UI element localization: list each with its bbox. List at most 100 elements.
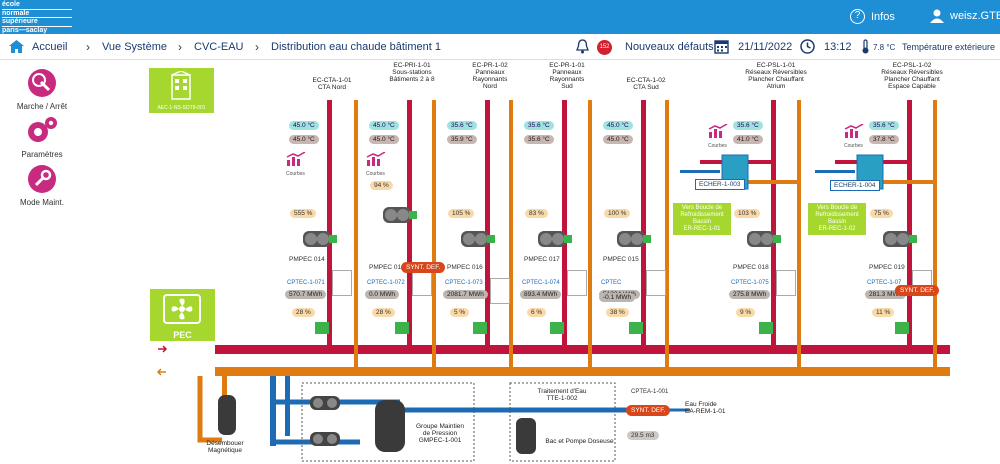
alarm-count-badge[interactable]: 152 — [597, 40, 612, 55]
treatment-tank-label: Bac et Pompe Doseuse — [545, 438, 614, 445]
circulation-pump[interactable] — [883, 229, 917, 249]
control-valve[interactable] — [473, 322, 487, 334]
cooling-loop-box[interactable]: Vers Boucle de Refroidissement Bassin ER… — [673, 203, 731, 235]
control-valve[interactable] — [895, 322, 909, 334]
circulation-pump[interactable] — [303, 229, 337, 249]
meter-id[interactable]: CPTEC-1-075 — [731, 280, 769, 286]
bell-icon[interactable] — [576, 39, 589, 54]
params-label: Paramètres — [21, 150, 63, 159]
circulation-pump[interactable] — [747, 229, 781, 249]
alarm-label[interactable]: Nouveaux défauts — [625, 41, 714, 53]
pec-box[interactable]: PEC — [150, 289, 215, 341]
pump-label[interactable]: PMPEC 017 — [524, 256, 560, 263]
pump-label[interactable]: PMPEC 016 — [447, 264, 483, 271]
circuit-title: EC-PRI-1-01 Sous-stations Bâtiments 2 à … — [389, 62, 435, 83]
exchanger-id[interactable]: ECHER-1-004 — [830, 180, 880, 191]
water-meter-fault[interactable]: SYNT. DEF. — [626, 405, 671, 416]
courbes-button[interactable]: Courbes — [366, 151, 390, 177]
desemboueur-tank — [218, 395, 236, 435]
energy-meter[interactable] — [567, 270, 587, 296]
energy-value-2: -0.1 MWh — [599, 293, 636, 302]
circulation-pump[interactable] — [383, 205, 417, 225]
energy-meter[interactable] — [332, 270, 352, 296]
circulation-pump[interactable] — [617, 229, 651, 249]
return-temp: 35.9 °C — [447, 135, 477, 144]
circulation-pump[interactable] — [538, 229, 572, 249]
outdoor-temp-label: Température extérieure — [902, 42, 996, 52]
circulation-pump[interactable] — [461, 229, 495, 249]
control-valve[interactable] — [315, 322, 329, 334]
breadcrumb-current: Distribution eau chaude bâtiment 1 — [271, 41, 441, 53]
control-valve[interactable] — [759, 322, 773, 334]
valve-position: 9 % — [736, 308, 756, 317]
courbes-button[interactable]: Courbes — [708, 123, 732, 149]
hot-return-collector — [215, 367, 950, 376]
return-temp: 45.0 °C — [603, 135, 633, 144]
cooling-loop-box[interactable]: Vers Boucle de Refroidissement Bassin ER… — [808, 203, 866, 235]
energy-meter[interactable] — [646, 270, 666, 296]
double-pump-icon — [747, 231, 781, 247]
meter-id[interactable]: CPTEC-1-072 — [367, 280, 405, 286]
infos-button[interactable]: ? Infos — [850, 9, 895, 24]
source-box-label: AEC-1-NS-SOT8-001 — [157, 105, 206, 111]
chart-icon — [286, 151, 306, 166]
valve-position: 38 % — [606, 308, 629, 317]
params-button[interactable]: Paramètres — [0, 114, 92, 159]
onoff-button[interactable]: Marche / Arrêt — [0, 66, 92, 111]
outdoor-temp: 7.8 °C — [873, 43, 896, 52]
chevron-right-icon: › — [255, 40, 259, 54]
energy-value: 2081.7 MWh — [443, 290, 488, 299]
fault-badge[interactable]: SYNT. DEF. — [895, 285, 940, 296]
meter-id[interactable]: CPTEC — [601, 280, 622, 286]
pump-label[interactable]: PMPEC 014 — [289, 256, 325, 263]
control-valve[interactable] — [629, 322, 643, 334]
pump-label[interactable]: PMPEC 013 — [369, 264, 405, 271]
water-volume: 29.5 m3 — [627, 431, 659, 440]
circuit-title: EC-PSL-1-02 Réseaux Réversibles Plancher… — [881, 62, 943, 90]
pressure-group-label: Groupe Maintien de Pression GMPEC-1-001 — [415, 423, 465, 444]
user-icon — [930, 9, 944, 23]
double-pump-icon — [617, 231, 651, 247]
energy-value: 275.8 MWh — [729, 290, 771, 299]
control-valve[interactable] — [395, 322, 409, 334]
meter-id[interactable]: CPTEC-1-07 — [867, 280, 902, 286]
user-menu[interactable]: weisz.GTB — [930, 9, 1000, 23]
courbes-label: Courbes — [708, 143, 727, 149]
top-bar: école normale supérieure paris—saclay ? … — [0, 0, 1000, 35]
valve-position: 28 % — [372, 308, 395, 317]
clock-icon — [800, 39, 815, 54]
energy-value: 570.7 MWh — [285, 290, 327, 299]
pump-speed: 100 % — [604, 209, 631, 218]
maint-mode-button[interactable]: Mode Maint. — [0, 162, 92, 207]
fault-badge[interactable]: SYNT. DEF. — [401, 262, 446, 273]
pump-label[interactable]: PMPEC 018 — [733, 264, 769, 271]
source-building-box[interactable]: AEC-1-NS-SOT8-001 — [149, 68, 214, 113]
double-pump-icon — [383, 207, 417, 223]
home-icon[interactable] — [9, 40, 24, 53]
pump-speed: 555 % — [290, 209, 317, 218]
building-icon — [171, 71, 191, 100]
hot-supply-collector — [215, 345, 950, 354]
pump-label[interactable]: PMPEC 019 — [869, 264, 905, 271]
breadcrumb-cvc[interactable]: CVC-EAU — [194, 41, 244, 53]
chart-icon — [708, 123, 728, 138]
courbes-button[interactable]: Courbes — [286, 151, 310, 177]
energy-meter[interactable] — [776, 270, 796, 296]
meter-id[interactable]: CPTEC-1-074 — [522, 280, 560, 286]
return-temp: 41.0 °C — [733, 135, 763, 144]
pump-label[interactable]: PMPEC 015 — [603, 256, 639, 263]
breadcrumb-system[interactable]: Vue Système — [102, 41, 168, 53]
breadcrumb-home[interactable]: Accueil — [32, 41, 68, 53]
exchanger-id[interactable]: ECHER-1-003 — [695, 179, 745, 190]
courbes-button[interactable]: Courbes — [844, 123, 868, 149]
energy-meter[interactable] — [412, 270, 432, 296]
energy-meter[interactable] — [490, 278, 510, 304]
meter-id[interactable]: CPTEC-1-071 — [287, 280, 325, 286]
courbes-label: Courbes — [844, 143, 863, 149]
current-time: 13:12 — [824, 41, 852, 53]
meter-id[interactable]: CPTEC-1-073 — [445, 280, 483, 286]
control-valve[interactable] — [550, 322, 564, 334]
supply-temp: 35.6 °C — [447, 121, 477, 130]
pressure-pump-2 — [310, 432, 340, 446]
breadcrumb: Accueil › Vue Système › CVC-EAU › Distri… — [0, 34, 1000, 60]
